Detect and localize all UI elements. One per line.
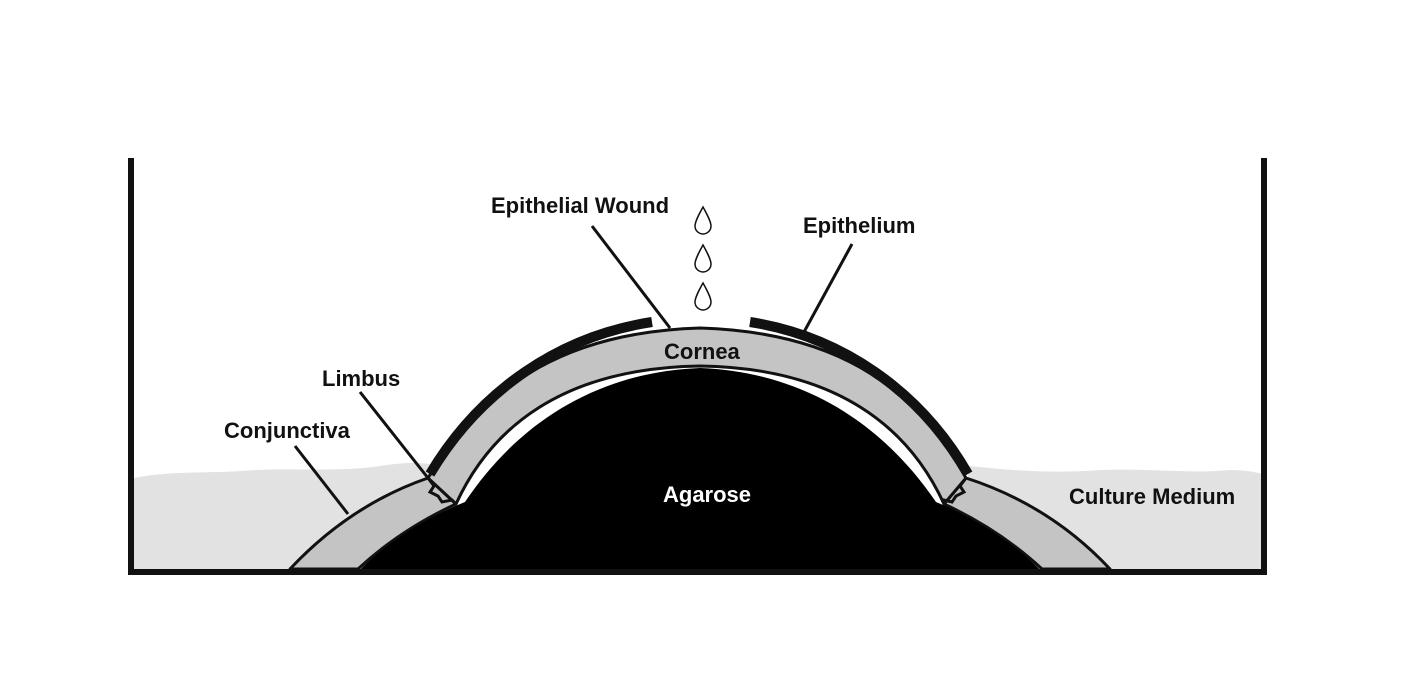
epithelium-left — [425, 317, 653, 477]
drop-icon — [694, 281, 712, 311]
leader-line-conjunctiva — [293, 445, 350, 515]
leader-line-epithelial-wound — [590, 225, 672, 329]
conjunctiva-right — [942, 476, 1112, 571]
label-conjunctiva: Conjunctiva — [224, 418, 350, 443]
label-cornea: Cornea — [664, 339, 740, 364]
limbus-notch-right — [942, 477, 968, 504]
label-agarose: Agarose — [663, 482, 752, 507]
agarose-core — [358, 368, 1042, 572]
epithelium-right — [749, 317, 973, 477]
leader-line-epithelium — [802, 243, 854, 333]
label-limbus: Limbus — [322, 366, 401, 391]
leader-line-limbus — [358, 391, 430, 479]
culture-dish — [128, 158, 1267, 575]
drop-icon — [694, 243, 712, 273]
drop-icon — [694, 205, 712, 235]
label-epithelium: Epithelium — [803, 213, 916, 238]
label-epithelial-wound: Epithelial Wound — [491, 193, 670, 218]
label-culture-medium: Culture Medium — [1069, 484, 1236, 509]
limbus-notch-left — [426, 477, 458, 506]
